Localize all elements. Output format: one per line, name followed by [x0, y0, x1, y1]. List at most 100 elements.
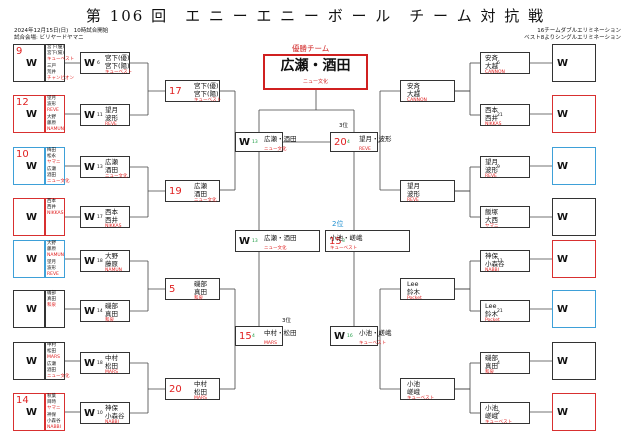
- win-mark: W: [26, 58, 38, 69]
- win-mark: W: [26, 407, 38, 418]
- player-name: 小森谷: [47, 419, 61, 424]
- club-name: ヤマニ: [485, 224, 499, 229]
- champion-box: [263, 54, 368, 90]
- r1-team-box-right: W: [552, 147, 596, 185]
- club-name: MARS: [105, 370, 118, 375]
- player-name: 松田: [47, 349, 56, 354]
- player-name: 藤原: [47, 247, 56, 252]
- match-score: 6: [97, 61, 100, 66]
- player-name: Lee: [407, 280, 419, 288]
- big-score: 20: [334, 137, 347, 148]
- player-name: 中村: [105, 354, 118, 362]
- club-name: REVE: [485, 174, 497, 179]
- big-score: 19: [169, 186, 182, 197]
- club-name: MARS: [264, 341, 277, 346]
- r1-team-box: W: [13, 290, 45, 328]
- club-name: 和泉: [194, 296, 203, 301]
- player-name: 望月: [47, 96, 56, 101]
- match-score: 18: [97, 259, 103, 264]
- player-name: Lee: [485, 302, 497, 310]
- player-name: 酒田: [105, 166, 118, 174]
- seed-score: 14: [16, 395, 29, 406]
- match-score: 13: [252, 239, 258, 244]
- big-score: 20: [169, 384, 182, 395]
- r1-team-box-right: W: [552, 240, 596, 278]
- win-mark: W: [84, 110, 96, 121]
- player-name: 梅田: [47, 148, 56, 153]
- match-score: 6: [497, 61, 500, 66]
- champion-name: 広瀬・酒田: [280, 58, 351, 74]
- r1-team-box: W: [13, 198, 45, 236]
- player-name: 西井: [485, 114, 498, 122]
- player-name: 望月: [47, 260, 56, 265]
- win-mark: W: [26, 109, 38, 120]
- club-name: キューベスト: [105, 70, 133, 75]
- match-score: 10: [97, 411, 103, 416]
- win-mark: W: [84, 212, 96, 223]
- player-name: 神保: [485, 252, 498, 260]
- win-mark: W: [84, 58, 96, 69]
- r1-team-box: W: [13, 342, 45, 380]
- club-name: キューベスト: [194, 98, 222, 103]
- r1-team-box-right: W: [552, 290, 596, 328]
- player-name: 広瀬: [47, 362, 56, 367]
- club-name: CANNON: [485, 70, 505, 75]
- club-name: NAMUN: [47, 127, 64, 132]
- player-name: 宮下(優): [194, 82, 219, 90]
- club-name: ニュー文化: [105, 174, 128, 179]
- club-name: キューベスト: [485, 420, 513, 425]
- r1-name-box: 梅田松永ヤマニ広瀬酒田ニュー文化: [45, 147, 70, 185]
- seed-score: 10: [16, 149, 29, 160]
- club-name: NAMUN: [105, 268, 122, 273]
- pair-name: 広瀬・酒田: [264, 234, 297, 242]
- player-name: 鈴木: [407, 288, 420, 296]
- format-note-1: 16チームダブルエリミネーション: [537, 28, 621, 34]
- player-name: 西井: [47, 205, 56, 210]
- player-name: 大越: [407, 90, 420, 98]
- club-name: キューベスト: [359, 341, 387, 346]
- match-score: 3: [342, 239, 345, 244]
- player-name: 宮下(陽): [47, 51, 65, 56]
- player-name: 宮下(優): [105, 54, 130, 62]
- match-score: 4: [347, 140, 350, 145]
- player-name: 藤原: [47, 121, 56, 126]
- player-name: 中村: [194, 380, 207, 388]
- player-name: 松永: [47, 154, 56, 159]
- player-name: 西井: [105, 216, 118, 224]
- page-title: 第 106 回 エ ニ ー エ ニ ー ボ ー ル チ ー ム 対 抗 戦: [85, 7, 546, 25]
- player-name: 秋葉: [47, 394, 56, 399]
- r2-team-box-right: 飯塚大西ヤマニ: [480, 206, 530, 229]
- match-score: 4: [497, 361, 500, 366]
- win-mark: W: [557, 212, 569, 223]
- club-name: MARS: [194, 396, 207, 401]
- match-score: 11: [97, 113, 103, 118]
- player-name: 磯部: [485, 354, 498, 362]
- player-name: 大西: [485, 216, 498, 224]
- win-mark: W: [557, 161, 569, 172]
- club-name: キューベスト: [47, 57, 75, 62]
- club-name: 和泉: [485, 370, 494, 375]
- player-name: 宮下(陽): [194, 90, 219, 98]
- pair-name: 中村・松田: [264, 329, 297, 337]
- player-name: 安斉: [407, 82, 420, 90]
- player-name: 小森谷: [105, 412, 125, 420]
- club-name: NABBI: [105, 420, 119, 425]
- club-name: ニュー文化: [264, 246, 287, 251]
- club-name: 和泉: [105, 318, 114, 323]
- win-mark: W: [26, 254, 38, 265]
